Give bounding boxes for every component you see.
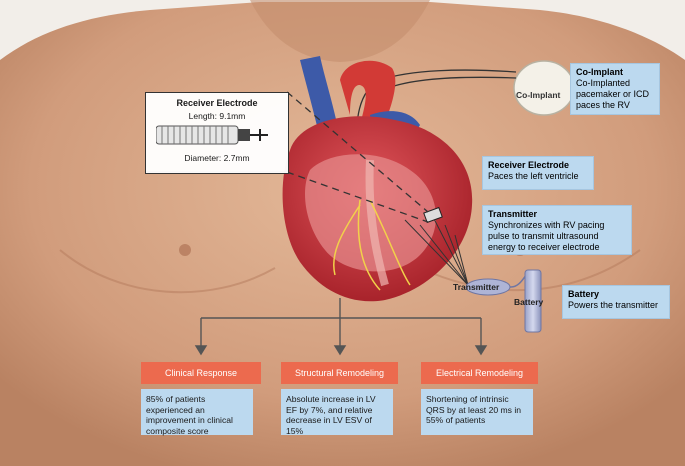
receiver-electrode-callout: Receiver Electrode Paces the left ventri… — [482, 156, 594, 190]
transmitter-label: Transmitter — [453, 282, 499, 292]
electrode-coil-icon — [156, 123, 276, 147]
transmitter-callout-title: Transmitter — [488, 209, 626, 220]
battery-callout-desc: Powers the transmitter — [568, 300, 664, 311]
co-implant-device — [514, 61, 574, 115]
co-implant-callout-title: Co-Implant — [576, 67, 654, 78]
co-implant-callout: Co-Implant Co-Implanted pacemaker or ICD… — [570, 63, 660, 115]
outcome-header-structural: Structural Remodeling — [281, 362, 398, 384]
outcome-header-electrical: Electrical Remodeling — [421, 362, 538, 384]
transmitter-callout: Transmitter Synchronizes with RV pacing … — [482, 205, 632, 255]
co-implant-label: Co-Implant — [516, 90, 560, 100]
battery-label: Battery — [514, 297, 543, 307]
receiver-electrode-inset: Receiver Electrode Length: 9.1mm Diamete… — [145, 92, 289, 174]
inset-title: Receiver Electrode — [146, 98, 288, 108]
co-implant-callout-desc: Co-Implanted pacemaker or ICD paces the … — [576, 78, 654, 111]
receiver-callout-title: Receiver Electrode — [488, 160, 588, 171]
outcome-header-clinical: Clinical Response — [141, 362, 261, 384]
outcome-body-structural: Absolute increase in LV EF by 7%, and re… — [281, 389, 393, 435]
battery-callout-title: Battery — [568, 289, 664, 300]
receiver-callout-desc: Paces the left ventricle — [488, 171, 588, 182]
outcome-body-electrical: Shortening of intrinsic QRS by at least … — [421, 389, 533, 435]
inset-length: Length: 9.1mm — [146, 111, 288, 121]
battery-callout: Battery Powers the transmitter — [562, 285, 670, 319]
transmitter-callout-desc: Synchronizes with RV pacing pulse to tra… — [488, 220, 626, 253]
nipple-left — [179, 244, 191, 256]
outcome-body-clinical: 85% of patients experienced an improveme… — [141, 389, 253, 435]
inset-diameter: Diameter: 2.7mm — [146, 153, 288, 163]
